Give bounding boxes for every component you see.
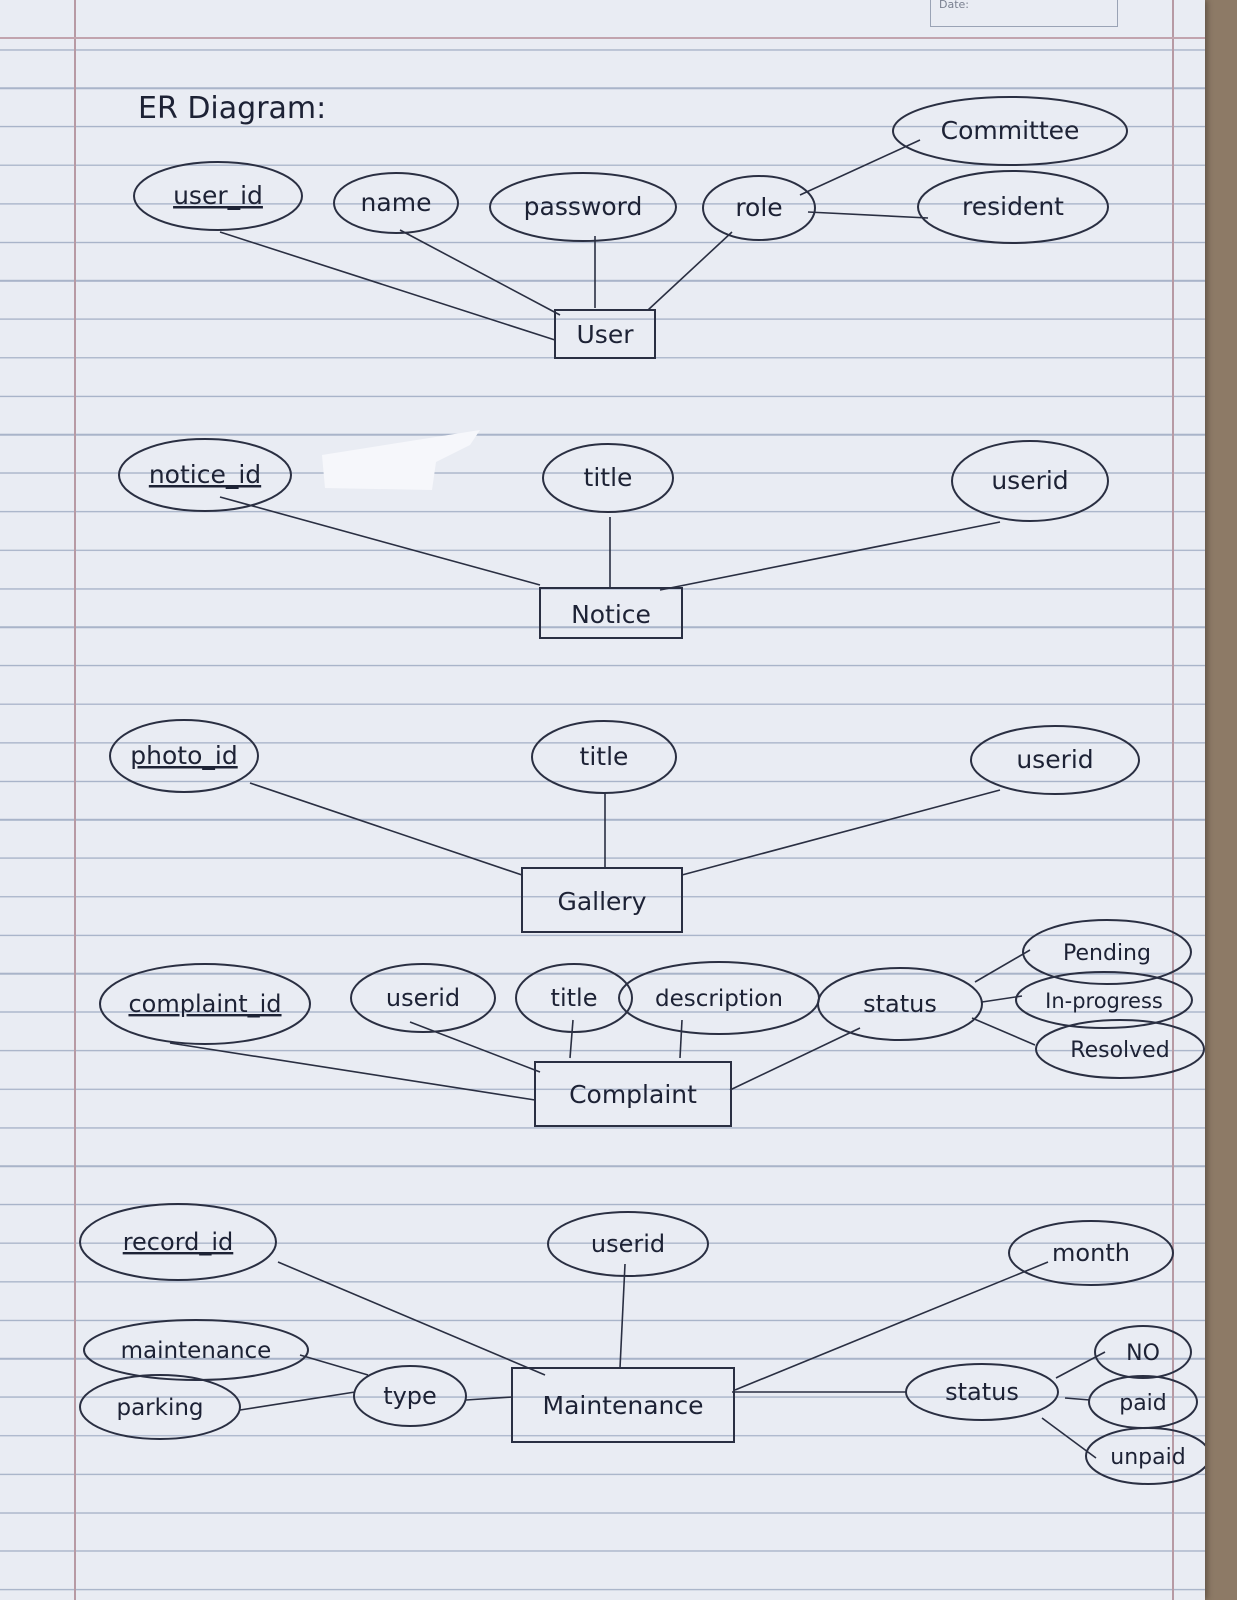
svg-text:notice_id: notice_id bbox=[149, 460, 261, 489]
entity-maintenance: Maintenance bbox=[511, 1367, 735, 1443]
attr-complaint-pending: Pending bbox=[1022, 919, 1192, 985]
svg-text:Maintenance: Maintenance bbox=[543, 1391, 704, 1420]
attr-complaint-status: status bbox=[817, 967, 983, 1041]
svg-text:status: status bbox=[945, 1378, 1019, 1406]
svg-text:maintenance: maintenance bbox=[121, 1338, 272, 1364]
svg-text:Complaint: Complaint bbox=[569, 1080, 697, 1109]
attr-type-parking: parking bbox=[79, 1374, 241, 1440]
attr-status-paid: paid bbox=[1088, 1375, 1198, 1429]
attr-notice-title: title bbox=[542, 443, 674, 513]
entity-complaint: Complaint bbox=[534, 1061, 732, 1127]
svg-text:Resolved: Resolved bbox=[1070, 1038, 1169, 1063]
entity-notice: Notice bbox=[539, 587, 683, 639]
svg-text:resident: resident bbox=[962, 192, 1064, 221]
date-box: Date: bbox=[930, 0, 1118, 27]
svg-text:User: User bbox=[577, 320, 635, 349]
attr-status-unpaid: unpaid bbox=[1085, 1427, 1205, 1485]
attr-status-no: NO bbox=[1094, 1325, 1192, 1379]
svg-text:photo_id: photo_id bbox=[130, 741, 237, 770]
svg-text:status: status bbox=[863, 990, 937, 1018]
attr-user-id: user_id bbox=[133, 161, 303, 231]
attr-notice-id: notice_id bbox=[118, 438, 292, 512]
attr-complaint-userid: userid bbox=[350, 963, 496, 1033]
left-margin-line bbox=[74, 0, 76, 1600]
user-group: user_id name password role Committee res… bbox=[133, 96, 1128, 359]
svg-text:type: type bbox=[383, 1382, 437, 1410]
svg-text:password: password bbox=[524, 192, 643, 221]
svg-text:userid: userid bbox=[1016, 745, 1093, 774]
svg-text:Pending: Pending bbox=[1063, 941, 1151, 966]
svg-text:Committee: Committee bbox=[941, 116, 1080, 145]
attr-type-maintenance: maintenance bbox=[83, 1319, 309, 1381]
date-label: Date: bbox=[939, 0, 969, 11]
svg-text:role: role bbox=[735, 193, 782, 222]
svg-text:record_id: record_id bbox=[123, 1228, 234, 1256]
attr-maintenance-status: status bbox=[905, 1363, 1059, 1421]
svg-text:complaint_id: complaint_id bbox=[128, 990, 281, 1018]
eraser-smudge bbox=[322, 430, 480, 490]
diagram-title: ER Diagram: bbox=[138, 91, 326, 126]
svg-text:userid: userid bbox=[386, 984, 460, 1012]
attr-type: type bbox=[353, 1365, 467, 1427]
complaint-group: complaint_id userid title description st… bbox=[99, 919, 1205, 1127]
attr-complaint-title: title bbox=[515, 963, 633, 1033]
attr-gallery-title: title bbox=[531, 720, 677, 794]
attr-password: password bbox=[489, 172, 677, 242]
svg-text:title: title bbox=[551, 984, 598, 1012]
attr-complaint-inprogress: In-progress bbox=[1015, 971, 1193, 1029]
maintenance-group: record_id userid month maintenance parki… bbox=[79, 1203, 1205, 1485]
attr-record-id: record_id bbox=[79, 1203, 277, 1281]
svg-text:Notice: Notice bbox=[571, 600, 651, 629]
svg-text:NO: NO bbox=[1126, 1341, 1160, 1366]
gallery-group: photo_id title userid Gallery bbox=[109, 719, 1140, 933]
er-diagram: ER Diagram: user_id name password bbox=[79, 91, 1205, 1485]
attr-role: role bbox=[702, 175, 816, 241]
attr-resident: resident bbox=[917, 170, 1109, 244]
svg-text:paid: paid bbox=[1119, 1391, 1167, 1416]
attr-complaint-description: description bbox=[618, 961, 820, 1035]
svg-text:user_id: user_id bbox=[173, 181, 263, 210]
svg-text:parking: parking bbox=[116, 1395, 203, 1421]
attr-gallery-userid: userid bbox=[970, 725, 1140, 795]
svg-text:description: description bbox=[655, 986, 783, 1012]
right-margin-line bbox=[1172, 0, 1174, 1600]
notice-group: notice_id title userid Notice bbox=[118, 438, 1109, 639]
attr-name: name bbox=[333, 172, 459, 234]
svg-text:name: name bbox=[361, 188, 432, 217]
attr-maintenance-userid: userid bbox=[547, 1211, 709, 1277]
attr-committee: Committee bbox=[892, 96, 1128, 166]
attr-photo-id: photo_id bbox=[109, 719, 259, 793]
attr-complaint-id: complaint_id bbox=[99, 963, 311, 1045]
svg-text:In-progress: In-progress bbox=[1045, 989, 1163, 1013]
attr-complaint-resolved: Resolved bbox=[1035, 1019, 1205, 1079]
svg-text:userid: userid bbox=[991, 466, 1068, 495]
svg-text:title: title bbox=[584, 463, 633, 492]
attr-month: month bbox=[1008, 1220, 1174, 1286]
header-rule bbox=[0, 37, 1205, 39]
svg-text:Gallery: Gallery bbox=[557, 887, 646, 916]
entity-user: User bbox=[554, 309, 656, 359]
svg-text:title: title bbox=[580, 742, 629, 771]
svg-text:month: month bbox=[1052, 1239, 1130, 1267]
entity-gallery: Gallery bbox=[521, 867, 683, 933]
svg-text:userid: userid bbox=[591, 1230, 665, 1258]
notebook-page: Date: ER Diagram: user_id name pa bbox=[0, 0, 1205, 1600]
attr-notice-userid: userid bbox=[951, 440, 1109, 522]
svg-text:unpaid: unpaid bbox=[1110, 1445, 1185, 1470]
